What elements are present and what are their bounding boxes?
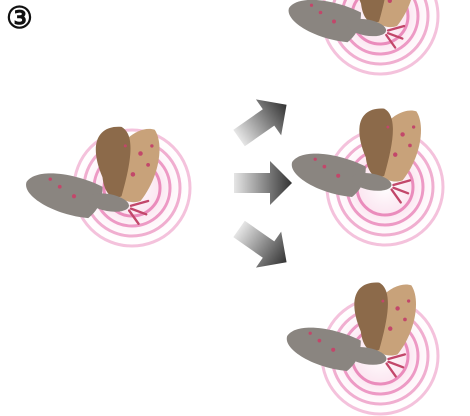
arrow-up-right-icon [226,87,299,156]
arrow-right-icon [234,161,292,205]
arrow-down-right-icon [226,211,299,280]
target-moth-middle [292,109,447,249]
target-moth-bottom [287,283,442,416]
target-moth-top [289,0,442,78]
source-moth [26,126,194,250]
